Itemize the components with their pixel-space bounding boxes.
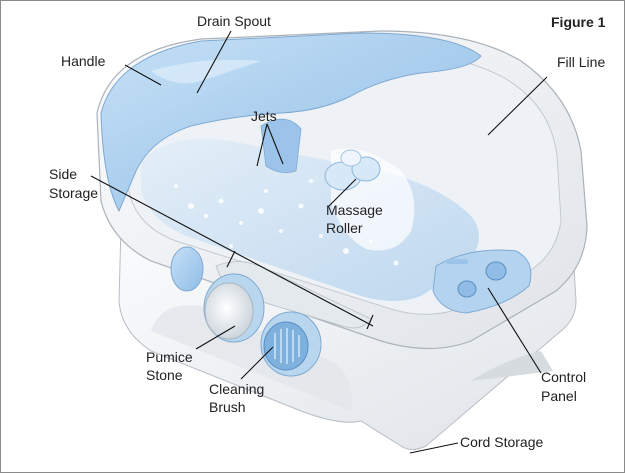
- label-control-panel-line2: Panel: [541, 388, 577, 404]
- label-pumice-stone-line2: Stone: [146, 367, 183, 383]
- label-cord-storage: Cord Storage: [460, 434, 543, 450]
- label-massage-roller-line1: Massage: [326, 202, 383, 218]
- label-drain-spout: Drain Spout: [197, 13, 271, 29]
- label-control-panel-line1: Control: [541, 369, 586, 385]
- pumice-stone: [204, 274, 264, 342]
- label-handle: Handle: [61, 53, 105, 69]
- label-fill-line: Fill Line: [557, 54, 605, 70]
- label-massage-roller-line2: Roller: [326, 220, 363, 236]
- label-side-storage-line2: Storage: [49, 185, 98, 201]
- label-cleaning-brush-line1: Cleaning: [209, 381, 264, 397]
- label-side-storage-line1: Side: [49, 166, 77, 182]
- label-cleaning-brush-line2: Brush: [209, 399, 246, 415]
- figure-title: Figure 1: [551, 14, 605, 30]
- label-pumice-stone-line1: Pumice: [146, 349, 193, 365]
- cleaning-brush: [261, 312, 321, 376]
- label-jets: Jets: [251, 108, 277, 124]
